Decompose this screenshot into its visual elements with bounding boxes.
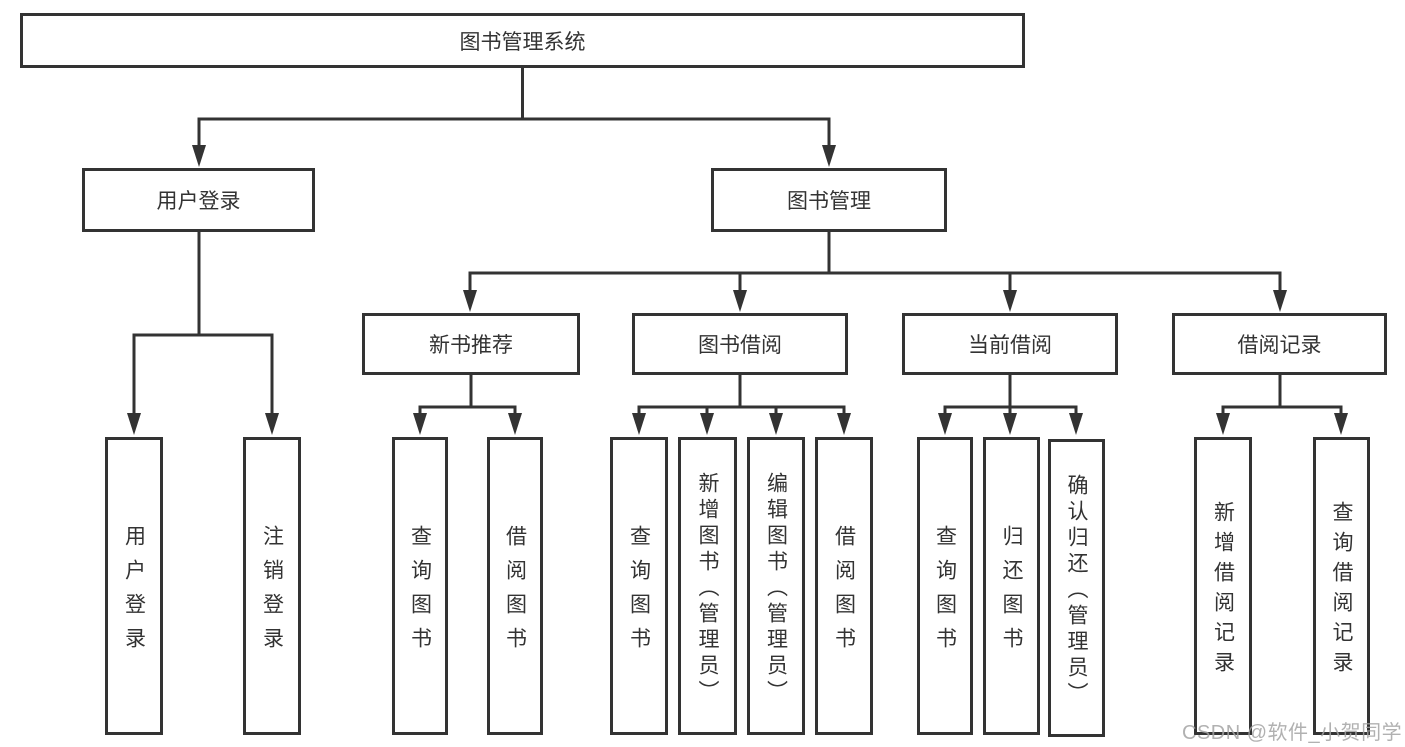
node-label: 注销登录 xyxy=(260,524,284,661)
node-borrowing-records: 借阅记录 xyxy=(1172,313,1387,375)
node-label: 借阅记录 xyxy=(1237,334,1322,357)
leaf-confirm-return-admin: 确认归还（管理员） xyxy=(1048,439,1105,737)
leaf-add-books-admin: 新增图书（管理员） xyxy=(678,437,737,735)
leaf-add-borrowing-record: 新增借阅记录 xyxy=(1194,437,1252,735)
node-label: 编辑图书（管理员） xyxy=(764,471,788,706)
leaf-borrow-books: 借阅图书 xyxy=(815,437,873,735)
node-label: 查询借阅记录 xyxy=(1330,500,1353,681)
leaf-logout-login: 注销登录 xyxy=(243,437,301,735)
leaf-user-login: 用户登录 xyxy=(105,437,163,735)
node-label: 新书推荐 xyxy=(429,334,513,357)
node-label: 用户登录 xyxy=(156,190,241,213)
node-label: 归还图书 xyxy=(1000,524,1023,661)
node-new-book-recommendation: 新书推荐 xyxy=(362,313,580,375)
node-label: 当前借阅 xyxy=(968,334,1052,357)
node-label: 新增借阅记录 xyxy=(1211,500,1235,681)
csdn-watermark: CSDN @软件_小贺同学 xyxy=(1182,722,1403,744)
node-label: 用户登录 xyxy=(122,524,146,661)
node-label: 借阅图书 xyxy=(503,524,527,661)
node-current-borrowing: 当前借阅 xyxy=(902,313,1118,375)
leaf-query-books-borrowing: 查询图书 xyxy=(610,437,668,735)
leaf-return-books: 归还图书 xyxy=(983,437,1040,735)
node-label: 新增图书（管理员） xyxy=(696,471,719,706)
leaf-query-books-current: 查询图书 xyxy=(917,437,973,735)
node-label: 查询图书 xyxy=(627,524,651,661)
arrowheads xyxy=(127,145,1348,435)
node-label: 确认归还（管理员） xyxy=(1065,473,1088,708)
leaf-query-borrowing-record: 查询借阅记录 xyxy=(1313,437,1370,735)
node-label: 查询图书 xyxy=(933,524,957,661)
leaf-query-books-recommend: 查询图书 xyxy=(392,437,448,735)
leaf-edit-books-admin: 编辑图书（管理员） xyxy=(747,437,805,735)
node-library-management-system: 图书管理系统 xyxy=(20,13,1025,68)
node-book-management-module: 图书管理 xyxy=(711,168,947,232)
node-label: 图书借阅 xyxy=(698,334,782,357)
node-book-borrowing: 图书借阅 xyxy=(632,313,848,375)
node-label: 借阅图书 xyxy=(832,524,856,661)
node-label: 图书管理系统 xyxy=(459,30,586,54)
node-label: 图书管理 xyxy=(787,190,871,213)
node-user-login-module: 用户登录 xyxy=(82,168,315,232)
node-label: 查询图书 xyxy=(408,524,432,661)
leaf-borrow-books-recommend: 借阅图书 xyxy=(487,437,543,735)
